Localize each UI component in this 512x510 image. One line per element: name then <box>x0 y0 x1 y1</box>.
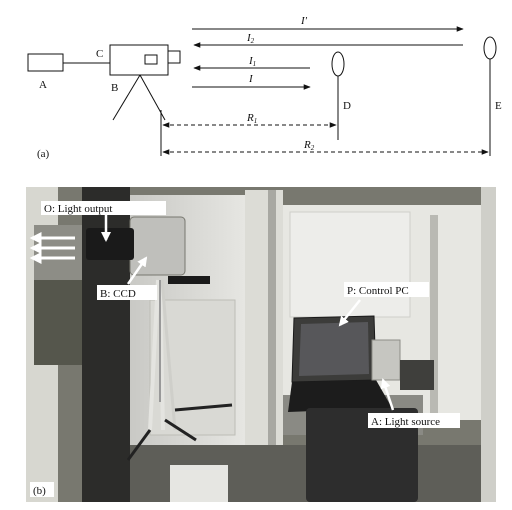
beam-i-label: I <box>248 73 254 85</box>
panel-b-label-box <box>30 482 54 497</box>
beam-i1-label: I1 <box>248 55 256 68</box>
panel-a-labels: A B C D E I′ I2 I1 I R1 R2 (a) <box>37 15 502 160</box>
tripod-foot-1 <box>126 429 152 461</box>
right-wall-panel <box>289 211 411 318</box>
light-source-callout-arrow <box>380 378 395 411</box>
panel-a-label: (a) <box>37 148 50 160</box>
ccd-inner-window <box>144 54 158 65</box>
reflector-d <box>331 51 345 77</box>
tripod-foot-2 <box>164 418 197 442</box>
control-pc-label: P: Control PC <box>347 285 409 297</box>
beam-i2-label: I2 <box>246 32 255 45</box>
label-b: B <box>111 82 118 94</box>
light-source-device <box>371 339 401 381</box>
reflector-e <box>483 36 497 60</box>
light-source-box <box>27 53 64 72</box>
distance-r2-subscript: 2 <box>311 144 315 152</box>
folding-chair <box>306 408 418 502</box>
distance-r1-label: R1 <box>246 112 257 125</box>
distance-r2-label: R2 <box>303 139 315 152</box>
distance-r1-symbol: R <box>246 112 254 124</box>
laptop-keyboard <box>288 380 392 412</box>
control-pc-label-box <box>344 282 429 297</box>
tripod-leg-3 <box>160 279 177 431</box>
center-pillar-shadow <box>268 190 276 502</box>
panel-b-photo: O: Light output B: CCD P: Control PC A: … <box>26 187 496 502</box>
label-d: D <box>343 100 351 112</box>
light-source-label-box <box>368 413 460 428</box>
right-door-jamb <box>430 215 438 415</box>
light-source-label: A: Light source <box>371 416 440 428</box>
tripod-foot-3 <box>174 403 233 412</box>
beam-i-prime-label: I′ <box>300 15 308 27</box>
beam-i2-subscript: 2 <box>251 37 255 45</box>
distance-r1-subscript: 1 <box>254 117 258 125</box>
beam-i1-subscript: 1 <box>253 60 257 68</box>
beam-i1-symbol: I <box>248 55 254 67</box>
label-e: E <box>495 100 502 112</box>
ccd-lens-photo <box>86 228 134 260</box>
right-door-frame <box>481 187 496 502</box>
label-a: A <box>39 79 47 91</box>
ccd-lens <box>167 50 181 64</box>
beam-i2-symbol: I <box>246 32 252 44</box>
ccd-callout-arrow <box>126 256 148 285</box>
ccd-camera-body <box>109 44 169 76</box>
control-pc-callout-arrow <box>338 299 361 327</box>
distance-r2-symbol: R <box>303 139 311 151</box>
tripod-leg-left <box>112 74 141 121</box>
panel-b-label: (b) <box>33 485 46 497</box>
ccd-label: B: CCD <box>100 288 136 300</box>
light-output-label: O: Light output <box>44 203 112 215</box>
ccd-camera-photo <box>129 216 186 276</box>
light-output-label-box <box>41 201 166 215</box>
ccd-label-box <box>97 285 157 300</box>
floor-paper <box>170 465 228 502</box>
equipment-box <box>400 360 434 390</box>
panel-a-schematic <box>27 26 497 156</box>
tripod-leg-1 <box>148 279 160 431</box>
rangefinder-scope <box>168 276 210 284</box>
laptop-screen-display <box>299 322 369 376</box>
label-c: C <box>96 48 103 60</box>
